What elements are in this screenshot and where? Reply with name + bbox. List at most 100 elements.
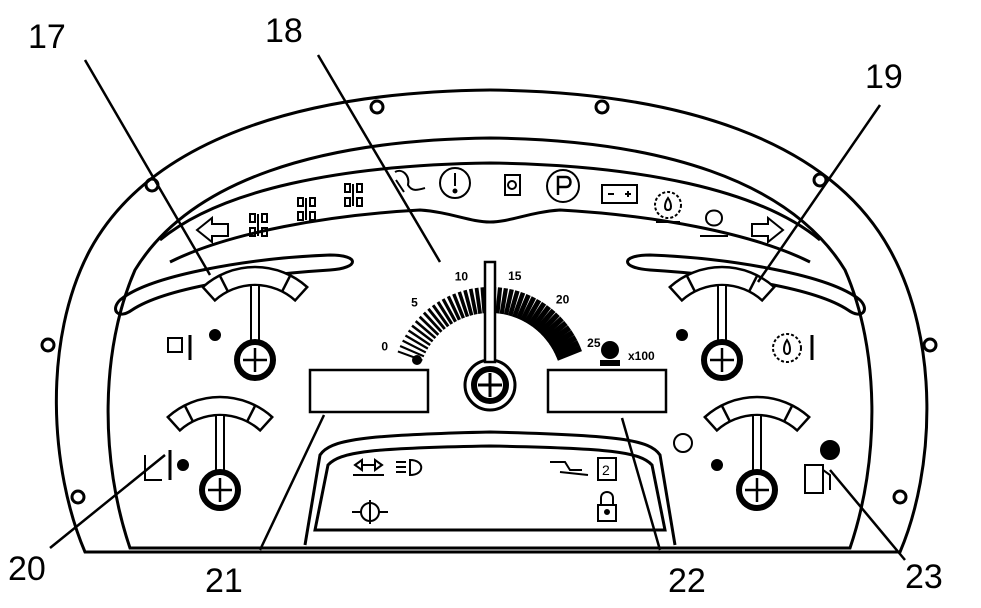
tachometer-multiplier: x100 [628, 349, 655, 363]
transmission-temperature-gauge [668, 265, 776, 381]
steering-mode-icon [344, 183, 363, 207]
tachometer-tick [427, 307, 446, 330]
tachometer-tick [516, 293, 531, 320]
tachometer-needle [483, 260, 497, 364]
tachometer-tick-label: 10 [455, 270, 469, 284]
gauge-needle [752, 414, 762, 474]
gauge-scale-mark [281, 274, 292, 293]
tachometer-tick [551, 335, 578, 353]
gauge-needle [250, 284, 260, 344]
leader-17 [83, 59, 212, 276]
tachometer-tick [553, 340, 580, 357]
travel-direction-icon [353, 458, 384, 476]
mount-hole [40, 337, 56, 353]
gauge-scale-mark [183, 404, 194, 423]
right-turn-arrow [751, 215, 785, 245]
parking-brake-icon [546, 169, 580, 203]
coolant-temperature-icon [167, 335, 192, 360]
gauge-needle [215, 414, 225, 474]
leader-20 [49, 454, 166, 549]
tachometer-tick-label: 5 [411, 295, 418, 309]
left-slot [114, 253, 354, 316]
tachometer-tick [534, 308, 556, 332]
lower-indicator-panel [303, 430, 677, 546]
gauge-scale-band [201, 265, 309, 303]
lock-icon [597, 491, 617, 522]
tachometer-tick [523, 298, 542, 324]
gauge-scale-band [668, 265, 776, 303]
indicator-band-bottom [169, 208, 811, 264]
tachometer-tick [457, 291, 470, 318]
tachometer-tick-label: 0 [381, 340, 388, 354]
leader-21 [258, 414, 326, 551]
indicator-band-top [159, 161, 821, 242]
fuel-low-lamp [673, 433, 693, 453]
hydraulic-filter-icon [700, 209, 728, 237]
hydraulic-oil-icon [144, 450, 172, 481]
gear-range-icon: 2 [597, 457, 617, 481]
inner-bezel [106, 136, 874, 550]
tachometer-tick [402, 339, 427, 354]
headlight-icon [396, 458, 423, 477]
tachometer-tick [541, 316, 564, 339]
tachometer-tick [463, 289, 474, 316]
mount-hole [70, 489, 86, 505]
tachometer-tick [531, 305, 551, 329]
tachometer-tick [546, 325, 572, 346]
mount-hole [812, 172, 828, 188]
svg-text:2: 2 [602, 462, 610, 478]
tachometer-tick [431, 304, 450, 328]
fuel-gauge [703, 395, 811, 511]
tachometer-tick [555, 345, 582, 361]
fuel-pump-icon [804, 464, 831, 494]
tachometer-tick-label: 15 [508, 269, 522, 283]
mount-hole [892, 489, 908, 505]
fuel-indicator-dot [711, 459, 723, 471]
leader-22 [620, 417, 662, 551]
callout-17: 17 [28, 18, 66, 56]
tachometer-tick [436, 301, 454, 325]
tachometer-hub [463, 358, 517, 412]
mount-hole [594, 99, 610, 115]
two-wheel-drive-icon [297, 197, 316, 221]
outer-housing [54, 88, 929, 554]
seat-switch-icon [550, 461, 589, 476]
tachometer-tick [404, 334, 429, 350]
glow-plug-icon [394, 169, 426, 193]
tachometer-tick [499, 287, 509, 315]
tachometer-tick [399, 345, 425, 358]
gauge-scale-mark [246, 404, 257, 423]
tachometer-tick [407, 329, 431, 346]
tachometer-tick [474, 287, 482, 314]
transmission-temperature-icon [772, 333, 814, 363]
tachometer-tick [441, 298, 457, 323]
warning-icon [439, 167, 471, 199]
hydraulic-oil-temperature-gauge [166, 395, 274, 511]
right-slot [626, 253, 866, 316]
engine-oil-pressure-icon [504, 174, 521, 196]
tachometer-tick [544, 320, 568, 342]
gauge-needle [717, 284, 727, 344]
callout-21: 21 [205, 562, 243, 600]
display-window-left [308, 368, 430, 414]
tachometer-tick-label: 25 [587, 336, 601, 350]
leader-23 [829, 469, 906, 561]
tachometer-tick [520, 296, 537, 322]
transmission-indicator-dot [676, 329, 688, 341]
coolant-temperature-gauge [201, 265, 309, 381]
leader-18 [316, 54, 442, 263]
gauge-scale-mark [218, 274, 229, 293]
battery-icon [601, 184, 638, 204]
left-turn-arrow [195, 215, 229, 245]
tachometer-tick [507, 290, 520, 317]
tachometer-tick [503, 288, 514, 316]
callout-22: 22 [668, 562, 706, 600]
tachometer-tick [446, 295, 461, 321]
fuel-warning-lamp [820, 440, 840, 460]
tachometer-tick-label: 20 [556, 293, 570, 307]
mount-hole [369, 99, 385, 115]
tachometer-tick [549, 330, 575, 349]
tachometer-tick [537, 312, 560, 335]
gauge-scale-band [166, 395, 274, 433]
